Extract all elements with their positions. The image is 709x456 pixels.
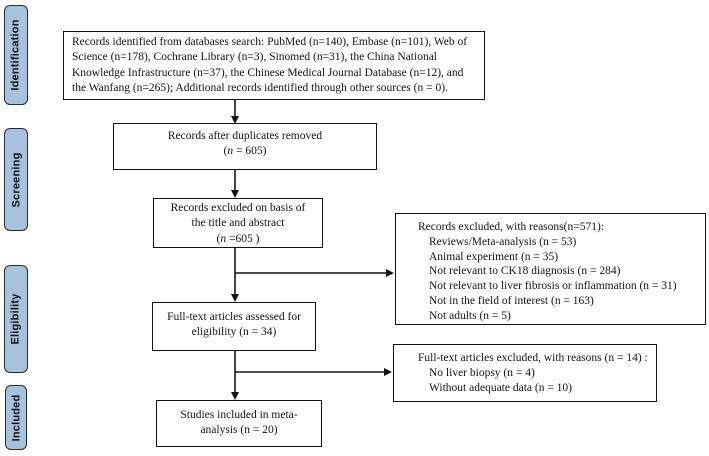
box-line: Without adequate data (n = 10) xyxy=(429,381,573,394)
box-line: the title and abstract xyxy=(191,217,285,230)
box-line: Knowledge Infrastructure (n=37), the Chi… xyxy=(72,66,464,79)
box-line: Not in the field of interest (n = 163) xyxy=(429,294,594,307)
box-duplicates-removed: Records after duplicates removed (n = 605… xyxy=(113,123,377,170)
box-records-identified: Records identified from databases search… xyxy=(63,31,485,100)
box-line: eligibility (n = 34) xyxy=(191,326,277,339)
box-line: Records excluded, with reasons(n=571): xyxy=(418,221,604,233)
stage-included-label: Included xyxy=(10,394,23,441)
box-line: Reviews/Meta-analysis (n = 53) xyxy=(429,235,577,248)
box-line: Animal experiment (n = 35) xyxy=(429,250,559,263)
box-line: (n =605 ) xyxy=(216,232,260,245)
box-line: Not relevant to CK18 diagnosis (n = 284) xyxy=(429,265,621,278)
box-line: Records after duplicates removed xyxy=(167,130,323,142)
box-line: Studies included in meta- xyxy=(180,409,298,421)
stage-eligibility-label: Eligibility xyxy=(10,293,22,345)
box-records-excluded-reasons: Records excluded, with reasons(n=571): Re… xyxy=(395,213,706,325)
stage-identification: Identification xyxy=(4,5,28,105)
box-line: analysis (n = 20) xyxy=(200,424,278,437)
box-studies-included: Studies included in meta-analysis (n = 2… xyxy=(156,400,322,447)
box-line: Science (n=178), Cochrane Library (n=3),… xyxy=(72,51,437,64)
box-fulltext-excluded-reasons: Full-text articles excluded, with reason… xyxy=(393,344,657,402)
box-line: Records identified from databases search… xyxy=(72,36,468,48)
box-line: the Wanfang (n=265); Additional records … xyxy=(72,82,448,95)
box-fulltext-assessed: Full-text articles assessed for eligibili… xyxy=(152,302,316,351)
box-line: Full-text articles excluded, with reason… xyxy=(418,352,648,364)
box-line: No liver biopsy (n = 4) xyxy=(429,366,535,379)
stage-screening: Screening xyxy=(4,128,28,231)
stage-screening-label: Screening xyxy=(10,152,22,207)
box-line: Not relevant to liver fibrosis or inflam… xyxy=(429,280,677,293)
box-line: (n = 605) xyxy=(223,145,267,158)
box-line: Records excluded on basis of xyxy=(170,202,306,214)
stage-identification-label: Identification xyxy=(10,19,22,91)
box-line: Not adults (n = 5) xyxy=(429,309,511,322)
stage-eligibility: Eligibility xyxy=(4,265,28,373)
stage-included: Included xyxy=(5,385,27,450)
box-line: Full-text articles assessed for xyxy=(167,311,301,323)
box-title-abstract-excluded: Records excluded on basis of the title an… xyxy=(153,198,323,248)
